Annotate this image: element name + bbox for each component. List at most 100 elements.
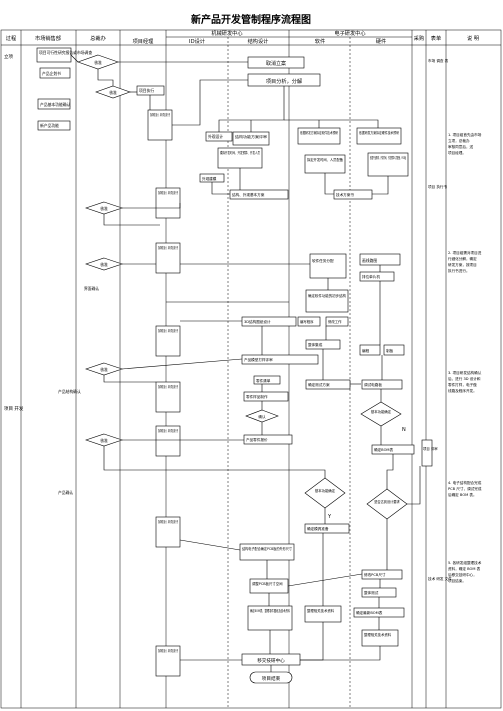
coord-label: 协调研发设计，填写项目执行书 (150, 112, 170, 117)
model-make-box[interactable] (241, 354, 319, 365)
form-f4: 技术 研发 文件 (428, 576, 452, 581)
basic-func2-diamond[interactable] (360, 401, 402, 427)
coord-box[interactable] (155, 381, 181, 413)
approvals: 核准 核准 核准 核准 核准 核准 (77, 54, 131, 447)
soft-task-box[interactable] (309, 253, 347, 279)
new-func-label: 新产品功能 (40, 123, 59, 128)
bom-label: 确定BOM表 (374, 447, 394, 452)
connector (300, 622, 324, 661)
connector (211, 182, 230, 195)
draw-pcb-label: 排位单片机 (362, 274, 380, 279)
connector (172, 79, 248, 126)
code-box[interactable] (297, 316, 321, 327)
mold-ready-label: 确定模具准备 (307, 526, 329, 531)
lumped-label: 编程 (362, 348, 370, 353)
approve-diamond[interactable] (95, 85, 131, 99)
part-sample-box[interactable] (243, 391, 289, 402)
func-confirm-label: 基本功能确定 (315, 488, 336, 493)
3d-draw-box[interactable] (241, 316, 297, 327)
debug-label: 修改工作 (328, 319, 342, 324)
test-board-label: 调试电路板 (364, 382, 382, 387)
coord-box[interactable] (155, 645, 181, 677)
appear-struct-box[interactable] (229, 189, 289, 200)
approve-label: 核准 (100, 206, 108, 211)
form-f3-box[interactable] (421, 439, 433, 467)
connector (122, 203, 181, 209)
basic-func-box[interactable] (37, 98, 71, 110)
meet-req-diamond[interactable] (366, 488, 408, 520)
coord-box[interactable] (155, 242, 181, 274)
part-list-box[interactable] (253, 375, 281, 385)
header-market: 市场销售部 (35, 34, 61, 42)
note-5: 5. 各研发组整理技术 资料，确定 BOM 表 后移交技研中心， 项目结束。 (448, 561, 482, 583)
coord-box[interactable] (155, 325, 181, 357)
func-confirm-diamond[interactable] (304, 477, 346, 509)
test-plan-box[interactable] (305, 379, 351, 390)
coord-labels: 协调研发设计，填写项目执行书 协调研发设计，填写项目执行书 协调研发设计，填写项… (150, 112, 178, 653)
analysis-label: 项目分析，分解 (266, 77, 302, 85)
connector (103, 446, 326, 478)
coord-box[interactable] (155, 516, 181, 548)
hw-bom-label: 确定最新BOM表 (356, 610, 383, 615)
cancel-box[interactable] (247, 56, 305, 69)
hard-dev-label: 依据产品需求，开发时间、开发预算人员配备、PCB板 (370, 155, 406, 160)
project-exec-box[interactable] (136, 85, 165, 96)
approve-label: 核准 (109, 90, 117, 95)
new-func-box[interactable] (37, 120, 71, 131)
coord-label: 协调研发设计，填写项目执行书 (158, 648, 178, 653)
cancel-label: 取消立案 (266, 60, 286, 67)
prog-plan-box[interactable] (305, 289, 349, 313)
coord-box[interactable] (155, 187, 181, 219)
approve-label: 核准 (100, 438, 108, 443)
soft-dev-label: 拟定开发时间、人员配备 (307, 157, 343, 162)
appear-review-label: 外观建模 (202, 176, 217, 181)
soft-plan-label: 依据研发方案拟定软件技术预研 (300, 130, 338, 135)
note-3: 3. 项目研发结构确认 后，进行 3D 设计和 零件打样，电子做 线路及程序开发… (448, 371, 482, 393)
mold-ready-box[interactable] (304, 523, 350, 534)
struct-bom-box[interactable] (247, 605, 293, 631)
pcb-final-label: 修改PCB尺寸 (364, 572, 386, 577)
appear-struct-label: 结构、外观基本方案 (232, 192, 265, 197)
board-box[interactable] (383, 344, 405, 356)
tech-plan-box[interactable] (333, 189, 373, 200)
test-plan-label: 确定测试方案 (308, 382, 330, 387)
struct-confirm-label: 产品结构确认 (58, 389, 81, 394)
form-f1: 市场 调查 表 (428, 58, 449, 63)
project-exec-label: 项目执行 (139, 88, 154, 93)
form-f2: 项目 执行书 (428, 184, 448, 189)
header-struct: 结构设计 (248, 37, 269, 45)
phase-development: 项目 开发 (4, 405, 24, 412)
prod-parts-box[interactable] (243, 434, 293, 445)
handover-label: 移交技研中心 (257, 657, 285, 664)
appearance-label: 外观设计 (208, 134, 223, 139)
approve-diamond[interactable] (85, 257, 123, 271)
soft-task-label: 软件任务分配 (312, 258, 334, 263)
3d-draw-label: 3D结构图纸设计 (244, 319, 271, 324)
connector (300, 646, 381, 661)
coord-box[interactable] (155, 425, 181, 457)
table-frame (0, 29, 502, 709)
pcb-final-box[interactable] (361, 569, 403, 580)
lumped-box[interactable] (359, 344, 381, 356)
approve-label: 核准 (94, 60, 102, 65)
header-hard: 硬件 (376, 37, 386, 45)
note-1: 1. 项目组首先由市场 立项，总裁办 审核同意后，送 项目经理。 (448, 133, 482, 155)
product-plan-box[interactable] (39, 67, 71, 79)
connector (103, 375, 156, 383)
mold-dev-label: 模拟开发时间、开发预算、开发人员 (220, 150, 260, 155)
connector (284, 119, 379, 128)
connector (407, 466, 421, 505)
debug-box[interactable] (325, 316, 349, 327)
connectors (70, 54, 421, 672)
no-label: N (402, 427, 406, 433)
board-label: 制板 (386, 348, 394, 353)
market-report-label: 项目可行性研究报告或市场调查 (39, 50, 92, 55)
hard-plan-box[interactable] (356, 127, 402, 145)
connector (287, 573, 363, 587)
form-f3: 项目 评审 (423, 446, 438, 451)
header-mech: 机械研发中心 (211, 29, 242, 37)
header-pm: 项目经理 (133, 37, 155, 45)
draw-pcb-box[interactable] (359, 271, 395, 282)
hw-docs-label: 整理相关技术资料 (364, 632, 392, 637)
